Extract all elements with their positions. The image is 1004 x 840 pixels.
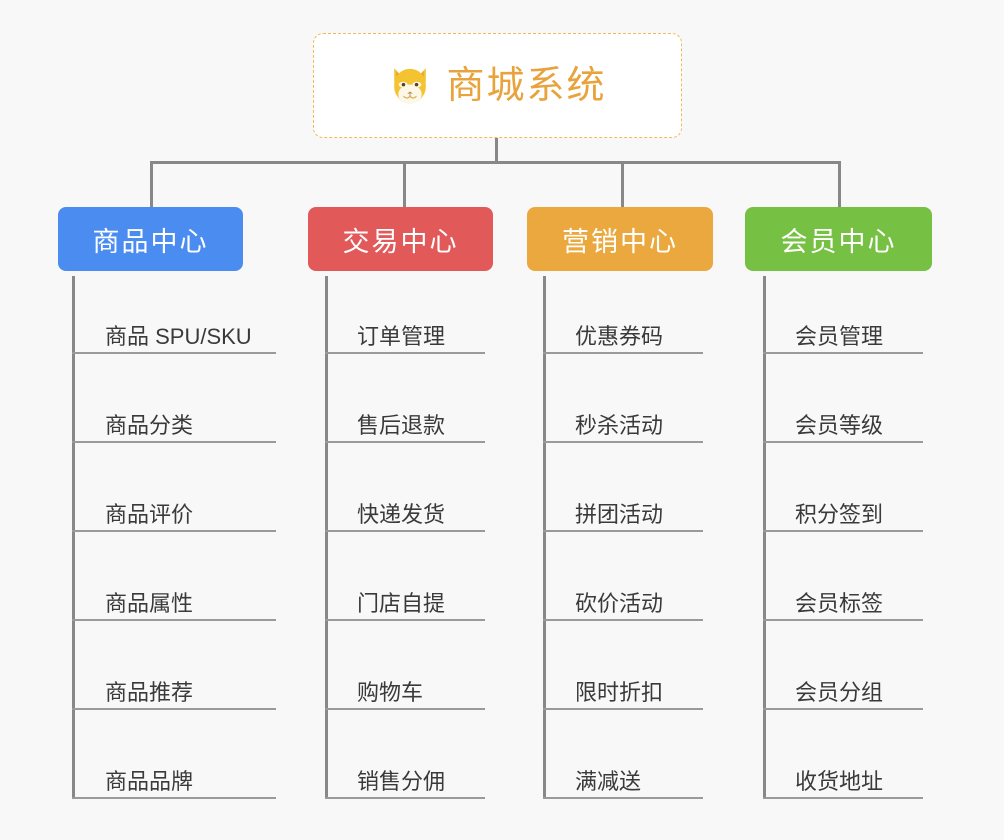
- drop-connector-member-center: [838, 161, 841, 208]
- leaf-item[interactable]: 商品推荐: [72, 676, 276, 710]
- leaf-item[interactable]: 商品分类: [72, 409, 276, 443]
- leaf-item[interactable]: 会员分组: [763, 676, 923, 710]
- category-header-marketing-center[interactable]: 营销中心: [527, 207, 713, 271]
- column-spine-product-center: [72, 276, 75, 799]
- leaf-item[interactable]: 商品 SPU/SKU: [72, 320, 276, 354]
- drop-connector-marketing-center: [621, 161, 624, 208]
- root-stem-connector: [495, 138, 498, 164]
- category-header-product-center[interactable]: 商品中心: [58, 207, 243, 271]
- category-header-label: 交易中心: [342, 226, 459, 257]
- column-spine-marketing-center: [543, 276, 546, 799]
- leaf-item[interactable]: 快递发货: [325, 498, 485, 532]
- leaf-item-label: 会员管理: [795, 323, 884, 349]
- leaf-item-label: 购物车: [357, 679, 424, 705]
- drop-connector-product-center: [150, 161, 153, 208]
- column-spine-member-center: [763, 276, 766, 799]
- leaf-item-label: 商品推荐: [105, 679, 194, 705]
- horizontal-bus-connector: [150, 161, 841, 164]
- leaf-item-label: 优惠券码: [575, 323, 664, 349]
- leaf-item[interactable]: 限时折扣: [543, 676, 703, 710]
- category-header-member-center[interactable]: 会员中心: [745, 207, 932, 271]
- leaf-item-label: 订单管理: [357, 323, 446, 349]
- leaf-item-label: 砍价活动: [575, 590, 664, 616]
- leaf-item-label: 会员标签: [795, 590, 884, 616]
- leaf-item-label: 秒杀活动: [575, 412, 664, 438]
- leaf-item[interactable]: 商品评价: [72, 498, 276, 532]
- category-header-trade-center[interactable]: 交易中心: [308, 207, 493, 271]
- leaf-item-label: 满减送: [575, 768, 642, 794]
- leaf-item-label: 门店自提: [357, 590, 446, 616]
- leaf-item-label: 商品 SPU/SKU: [105, 323, 252, 349]
- leaf-item[interactable]: 拼团活动: [543, 498, 703, 532]
- leaf-item[interactable]: 砍价活动: [543, 587, 703, 621]
- leaf-item[interactable]: 会员管理: [763, 320, 923, 354]
- leaf-item[interactable]: 会员等级: [763, 409, 923, 443]
- leaf-item[interactable]: 门店自提: [325, 587, 485, 621]
- leaf-item-label: 拼团活动: [575, 501, 664, 527]
- category-header-label: 商品中心: [92, 226, 209, 257]
- leaf-item-label: 会员分组: [795, 679, 884, 705]
- root-title: 商城系统: [446, 64, 607, 107]
- leaf-item-label: 售后退款: [357, 412, 446, 438]
- category-header-label: 营销中心: [562, 226, 678, 257]
- leaf-item[interactable]: 商品属性: [72, 587, 276, 621]
- leaf-item-label: 会员等级: [795, 412, 884, 438]
- leaf-item[interactable]: 积分签到: [763, 498, 923, 532]
- leaf-item-label: 快递发货: [357, 501, 446, 527]
- leaf-item-label: 商品属性: [105, 590, 194, 616]
- category-header-label: 会员中心: [780, 226, 897, 257]
- leaf-item[interactable]: 收货地址: [763, 765, 923, 799]
- leaf-item[interactable]: 优惠券码: [543, 320, 703, 354]
- leaf-item[interactable]: 秒杀活动: [543, 409, 703, 443]
- leaf-item[interactable]: 售后退款: [325, 409, 485, 443]
- leaf-item[interactable]: 销售分佣: [325, 765, 485, 799]
- leaf-item-label: 积分签到: [795, 501, 884, 527]
- leaf-item-label: 商品分类: [105, 412, 194, 438]
- shiba-dog-face-icon: [388, 64, 432, 108]
- leaf-item-label: 限时折扣: [575, 679, 664, 705]
- drop-connector-trade-center: [403, 161, 406, 208]
- leaf-item-label: 销售分佣: [357, 768, 446, 794]
- leaf-item[interactable]: 购物车: [325, 676, 485, 710]
- leaf-item-label: 收货地址: [795, 768, 884, 794]
- leaf-item[interactable]: 会员标签: [763, 587, 923, 621]
- leaf-item[interactable]: 满减送: [543, 765, 703, 799]
- leaf-item-label: 商品评价: [105, 501, 194, 527]
- leaf-item[interactable]: 商品品牌: [72, 765, 276, 799]
- leaf-item[interactable]: 订单管理: [325, 320, 485, 354]
- leaf-item-label: 商品品牌: [105, 768, 194, 794]
- column-spine-trade-center: [325, 276, 328, 799]
- root-node[interactable]: 商城系统: [313, 33, 682, 138]
